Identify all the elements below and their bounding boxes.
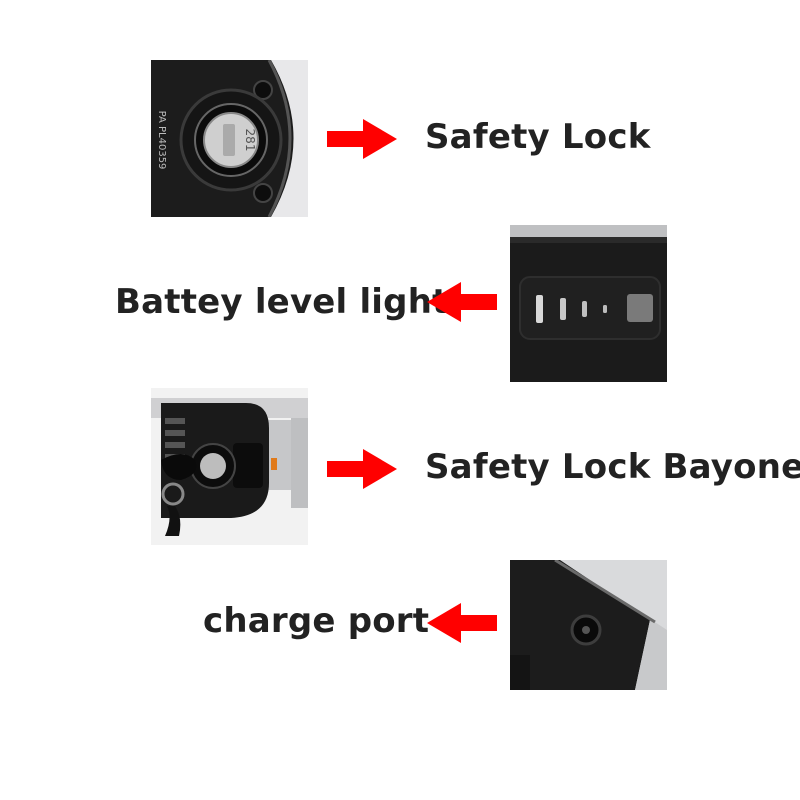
arrow-right-icon (327, 119, 397, 159)
battery-level-label: Battey level light (115, 282, 449, 322)
lock-bayonet-photo (151, 388, 308, 545)
safety-lock-label: Safety Lock (425, 117, 651, 157)
safety-lock-photo: 281 PA PL40359 (151, 60, 308, 217)
arrow-right-icon (327, 449, 397, 489)
charge-port-label: charge port (203, 601, 430, 641)
lock-bayonet-label: Safety Lock Bayonet (425, 447, 800, 487)
arrow-left-icon (427, 282, 497, 322)
lock-number-text: 281 (243, 129, 257, 152)
arrow-left-icon (427, 603, 497, 643)
charge-port-photo (510, 560, 667, 690)
stamp-text: PA PL40359 (156, 111, 167, 170)
battery-level-photo (510, 225, 667, 382)
